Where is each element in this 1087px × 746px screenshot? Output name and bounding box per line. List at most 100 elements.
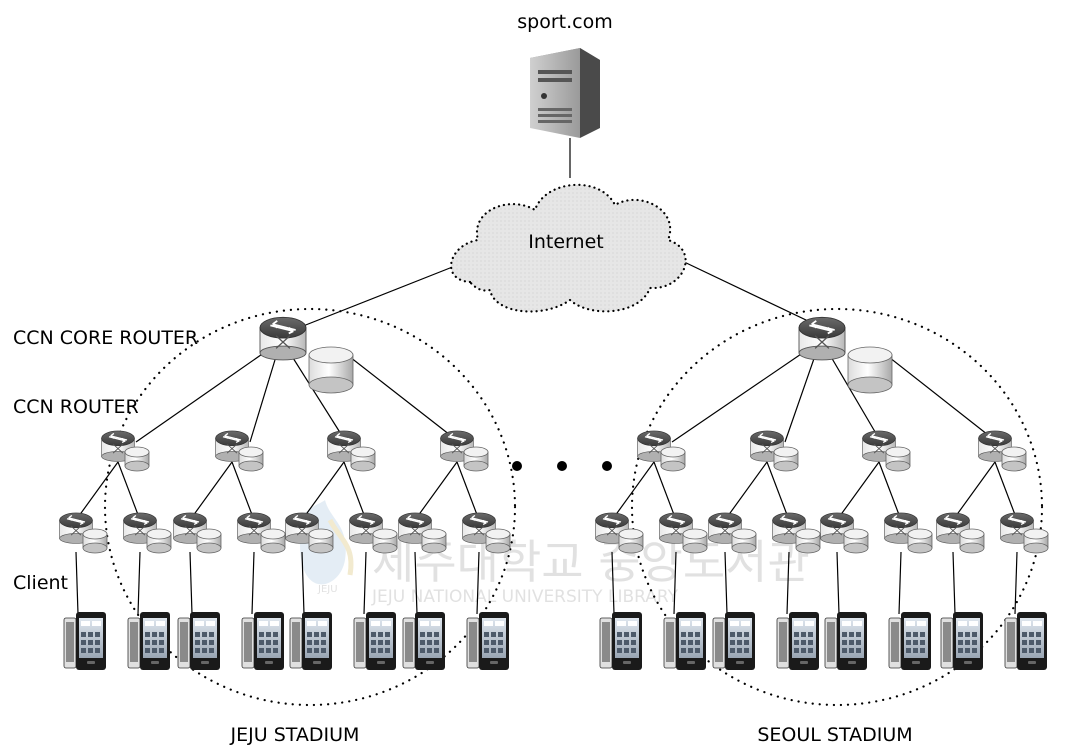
cache-storage-icon [907,528,933,554]
smartphone-icon [241,612,284,670]
link-line [952,461,996,521]
link-line [117,461,141,521]
smartphone-icon [402,612,445,670]
link-line [724,461,768,521]
smartphone-icon [712,612,755,670]
link-line [611,461,655,521]
link-line [671,349,808,443]
smartphone-icon [127,612,170,670]
link-line [826,349,882,443]
cloud-label: Internet [528,231,603,253]
smartphone-icon [599,612,642,670]
link-line [301,461,345,521]
smartphone-icon [888,612,931,670]
ccn-router [59,512,93,544]
link-line [340,349,460,443]
link-line [414,551,418,615]
ccn-router [462,512,496,544]
smartphone-icon [824,612,867,670]
cache-storage-icon [1001,446,1027,472]
cache-storage-icon [350,446,376,472]
link-line [135,349,269,443]
cache-storage-icon [308,528,334,554]
cache-storage-icon [682,528,708,554]
link-line [363,551,367,615]
smartphone-icon [177,612,220,670]
cache-storage-icon [421,528,447,554]
stadium-label-seoul: SEOUL STADIUM [757,724,912,746]
ellipsis-dots [512,461,612,471]
link-line [287,349,347,443]
cache-storage-icon [843,528,869,554]
smartphone-icon [663,612,706,670]
cache-storage-icon [795,528,821,554]
legend-router: CCN ROUTER [13,396,139,418]
link-line [137,551,141,615]
link-line [1014,551,1018,615]
link-line [75,461,119,521]
link-line [766,461,790,521]
smartphone-icon [466,612,509,670]
link-line [994,461,1018,521]
link-line [611,551,615,615]
stadium-label-jeju: JEJU STADIUM [230,724,360,746]
server-icon [530,48,600,138]
cache-storage-icon [885,446,911,472]
link-line [786,551,790,615]
watermark-english: JEJU NATIONAL UNIVERSITY LIBRARY [371,587,679,607]
link-line [231,461,255,521]
cache-storage-icon [238,446,264,472]
cache-storage-icon [308,346,354,394]
cache-storage-icon [731,528,757,554]
link-line [476,551,480,615]
cache-storage-icon [485,528,511,554]
link-line [879,349,998,443]
cache-storage-icon [260,528,286,554]
link-line [343,461,367,521]
smartphone-icon [1004,612,1047,670]
link-line [784,349,818,443]
ccn-router [398,512,432,544]
seoul-stadium-region [630,307,1044,707]
link-line [75,551,79,615]
link-line [836,461,880,521]
link-line [414,461,458,521]
server-label: sport.com [517,11,612,33]
cloud-icon [450,183,687,313]
link-line [724,551,728,615]
smartphone-icon [776,612,819,670]
smartphone-icon [940,612,983,670]
legend-client: Client [13,572,68,594]
cache-storage-icon [1023,528,1049,554]
smartphone-icon [353,612,396,670]
link-line [679,259,828,331]
smartphone-icon [63,612,106,670]
cache-storage-icon [660,446,686,472]
cache-storage-icon [618,528,644,554]
link-line [251,551,255,615]
link-line [292,265,456,331]
link-line [189,551,193,615]
link-line [249,349,279,443]
link-line [456,461,480,521]
link-line [301,551,305,615]
network-nodes [59,316,1049,670]
cache-storage-icon [146,528,172,554]
link-line [878,461,902,521]
cache-storage-icon [82,528,108,554]
link-line [836,551,840,615]
legend-core-router: CCN CORE ROUTER [13,327,198,349]
cache-storage-icon [463,446,489,472]
seal-text: JEJU [317,584,338,595]
smartphone-icon [289,612,332,670]
link-line [898,551,902,615]
jeju-stadium-region [103,307,517,707]
link-line [189,461,233,521]
core-router-seoul [798,316,846,361]
link-line [673,551,677,615]
core-router-jeju [259,316,307,361]
cache-storage-icon [196,528,222,554]
link-line [653,461,677,521]
cache-storage-icon [847,346,893,394]
